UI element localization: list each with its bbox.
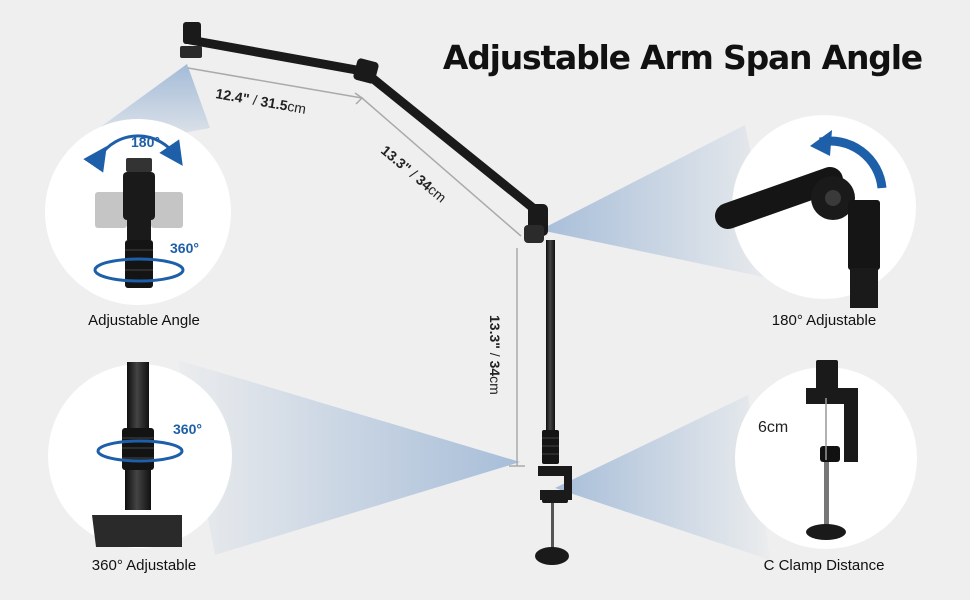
- curved-arrow-icon: [83, 134, 183, 173]
- caption-360-adjustable: 360° Adjustable: [91, 557, 197, 574]
- caption-clamp-distance: C Clamp Distance: [763, 557, 885, 574]
- boom-arm: [180, 22, 572, 565]
- label-middle-arm: 13.3" / 34cm: [378, 142, 449, 206]
- measure-pole: 13.3" / 34cm: [487, 315, 503, 395]
- circle-clamp: [735, 360, 917, 549]
- measure-upper-arm: 12.4" / 31.5cm: [214, 85, 307, 117]
- page-title: Adjustable Arm Span Angle: [442, 38, 923, 77]
- label-upper-arm: 12.4" / 31.5cm: [214, 85, 307, 117]
- clamp-distance-label: 6cm: [758, 419, 788, 436]
- circle-360-adjustable: [48, 362, 232, 548]
- label-pole: 13.3" / 34cm: [487, 315, 503, 395]
- rotate-arrow-icon: [93, 257, 185, 283]
- tilt-180-label: 180°: [131, 134, 160, 150]
- circle-adjustable-angle: [45, 119, 231, 305]
- caption-180-adjustable: 180° Adjustable: [771, 312, 877, 329]
- circle-180-adjustable: [715, 115, 916, 308]
- rotate-360-label: 360°: [170, 240, 199, 256]
- beam-left-bottom: [178, 360, 520, 555]
- rotate-arrow-icon: [96, 439, 184, 463]
- beam-right-top: [540, 125, 778, 280]
- caption-adjustable-angle: Adjustable Angle: [88, 312, 200, 329]
- beam-right-bottom: [555, 395, 770, 560]
- dimension-lines: [187, 67, 525, 467]
- rotate-360-label-bottom: 360°: [173, 421, 202, 437]
- measure-middle-arm: 13.3" / 34cm: [378, 142, 449, 206]
